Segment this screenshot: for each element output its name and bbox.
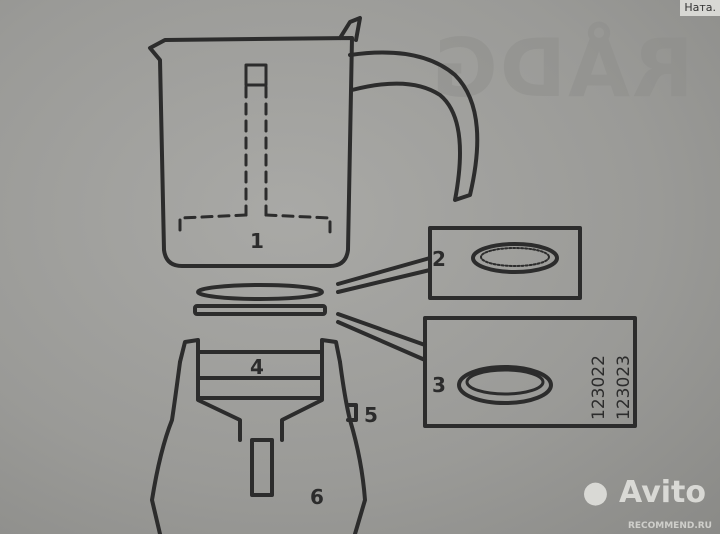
upper-jug [148, 36, 354, 268]
funnel [196, 350, 324, 442]
filter-plate [196, 283, 324, 301]
valve [346, 403, 358, 422]
recommend-watermark: RECOMMEND.RU [627, 521, 712, 531]
label-part-6: 6 [310, 485, 324, 509]
label-part-3: 3 [432, 373, 446, 397]
pointer-3 [336, 312, 427, 362]
filter-detail-icon [471, 242, 559, 274]
center-tube-dashed [244, 68, 268, 217]
boiler-collar [178, 338, 342, 364]
label-part-1: 1 [250, 229, 264, 253]
label-part-4: 4 [250, 355, 264, 379]
callout-box-3 [423, 316, 637, 428]
label-part-5: 5 [364, 403, 378, 427]
user-tag: Ната. [680, 0, 720, 16]
lid-hinge [338, 16, 362, 42]
label-part-2: 2 [432, 247, 446, 271]
part-code-2: 123023 [614, 355, 634, 420]
basket-dashed [178, 213, 332, 234]
callout-box-2 [428, 226, 582, 300]
boiler-body [150, 360, 367, 534]
pointer-2 [336, 256, 432, 294]
part-code-1: 123022 [589, 355, 609, 420]
funnel-stem [250, 438, 274, 497]
gasket-detail-icon [457, 365, 553, 405]
avito-watermark: ● Avito [582, 476, 706, 510]
watermark-brand: Avito [619, 475, 706, 510]
tube-top [244, 63, 268, 87]
gasket [193, 304, 327, 316]
jug-handle [348, 50, 480, 202]
avito-logo-icon: ● [582, 475, 609, 510]
